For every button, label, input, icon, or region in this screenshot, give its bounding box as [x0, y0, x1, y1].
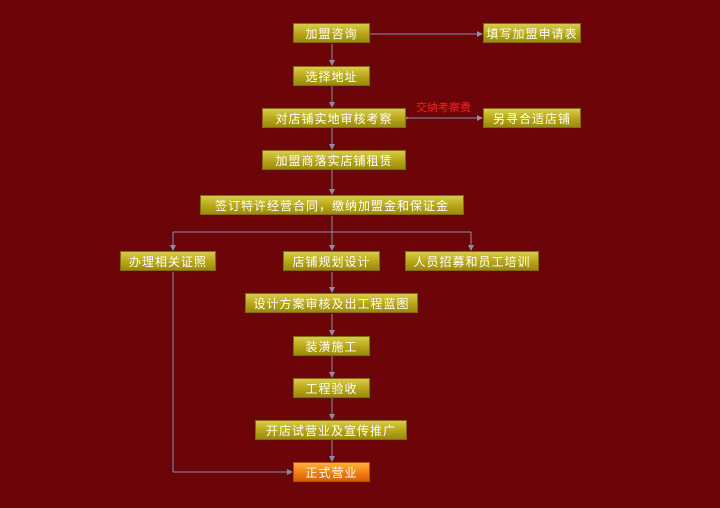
node-consult: 加盟咨询 — [293, 23, 370, 43]
node-implement-store-lease: 加盟商落实店铺租赁 — [262, 150, 406, 170]
node-staff-training: 人员招募和员工培训 — [405, 251, 539, 271]
node-official-opening: 正式营业 — [293, 462, 370, 482]
edge-label-inspection-fee: 交纳考察费 — [416, 101, 471, 114]
node-handle-certificates: 办理相关证照 — [120, 251, 216, 271]
node-acceptance: 工程验收 — [293, 378, 370, 398]
node-trial-operation: 开店试营业及宣传推广 — [255, 420, 407, 440]
node-design-review: 设计方案审核及出工程蓝图 — [245, 293, 418, 313]
node-store-inspection: 对店铺实地审核考察 — [262, 108, 406, 128]
node-sign-contract: 签订特许经营合同，缴纳加盟金和保证金 — [200, 195, 464, 215]
node-application-form: 填写加盟申请表 — [483, 23, 581, 43]
node-store-design: 店铺规划设计 — [283, 251, 380, 271]
node-decoration: 装潢施工 — [293, 336, 370, 356]
node-find-other-store: 另寻合适店铺 — [483, 108, 581, 128]
node-choose-location: 选择地址 — [293, 66, 370, 86]
